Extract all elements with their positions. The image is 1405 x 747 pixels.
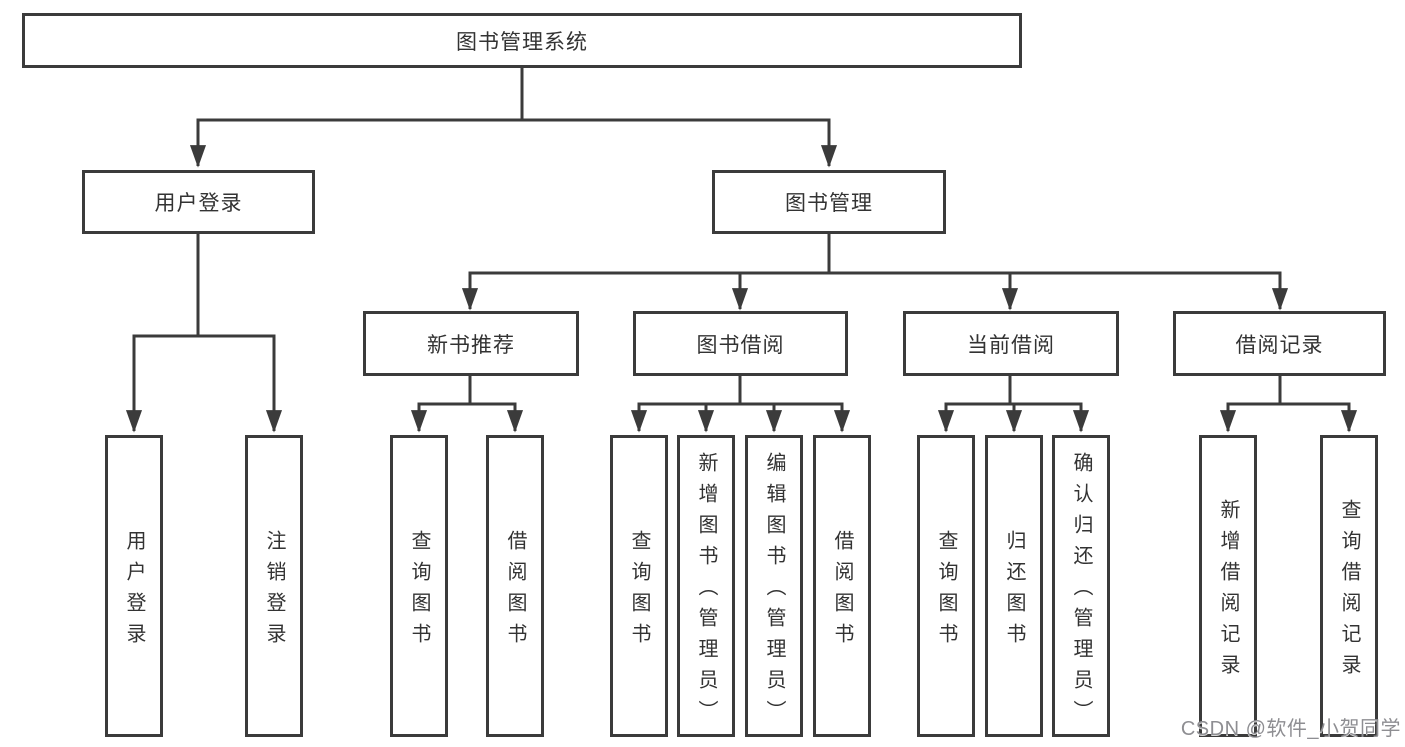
node-leaf-query-books-3-label: 查询图书 <box>935 529 957 654</box>
node-leaf-query-borrow-record: 查询借阅记录 <box>1320 435 1378 737</box>
node-leaf-logout: 注销登录 <box>245 435 303 737</box>
node-leaf-confirm-return-admin-label: 确认归还（管理员） <box>1070 452 1092 731</box>
node-leaf-query-books-2: 查询图书 <box>610 435 668 737</box>
node-book-management-module: 图书管理 <box>712 170 946 234</box>
node-leaf-add-book-admin-label: 新增图书（管理员） <box>695 452 717 731</box>
node-leaf-borrow-books-1: 借阅图书 <box>486 435 544 737</box>
node-book-borrowing: 图书借阅 <box>633 311 848 376</box>
node-leaf-confirm-return-admin: 确认归还（管理员） <box>1052 435 1110 737</box>
node-leaf-return-book: 归还图书 <box>985 435 1043 737</box>
node-current-borrowing: 当前借阅 <box>903 311 1119 376</box>
node-leaf-edit-book-admin: 编辑图书（管理员） <box>745 435 803 737</box>
node-leaf-query-borrow-record-label: 查询借阅记录 <box>1338 498 1360 685</box>
node-new-book-recommend: 新书推荐 <box>363 311 579 376</box>
node-leaf-edit-book-admin-label: 编辑图书（管理员） <box>763 452 785 731</box>
node-root: 图书管理系统 <box>22 13 1022 68</box>
node-leaf-user-login-label: 用户登录 <box>123 529 145 654</box>
node-borrowing-records: 借阅记录 <box>1173 311 1386 376</box>
node-leaf-borrow-books-2-label: 借阅图书 <box>831 529 853 654</box>
node-user-login-module: 用户登录 <box>82 170 315 234</box>
node-borrowing-records-label: 借阅记录 <box>1235 333 1324 357</box>
node-leaf-borrow-books-1-label: 借阅图书 <box>504 529 526 654</box>
node-leaf-query-books-1-label: 查询图书 <box>408 529 430 654</box>
node-leaf-query-books-3: 查询图书 <box>917 435 975 737</box>
node-leaf-add-borrow-record-label: 新增借阅记录 <box>1217 498 1239 685</box>
node-current-borrowing-label: 当前借阅 <box>967 333 1055 357</box>
node-leaf-query-books-2-label: 查询图书 <box>628 529 650 654</box>
node-new-book-recommend-label: 新书推荐 <box>427 333 515 357</box>
node-leaf-return-book-label: 归还图书 <box>1003 529 1025 654</box>
node-leaf-borrow-books-2: 借阅图书 <box>813 435 871 737</box>
node-leaf-logout-label: 注销登录 <box>263 529 285 654</box>
node-leaf-query-books-1: 查询图书 <box>390 435 448 737</box>
node-user-login-module-label: 用户登录 <box>154 192 243 215</box>
node-leaf-add-borrow-record: 新增借阅记录 <box>1199 435 1257 737</box>
csdn-watermark: CSDN @软件_小贺同学 <box>1180 718 1401 740</box>
node-book-management-module-label: 图书管理 <box>785 192 873 215</box>
node-leaf-user-login: 用户登录 <box>105 435 163 737</box>
node-leaf-add-book-admin: 新增图书（管理员） <box>677 435 735 737</box>
node-root-label: 图书管理系统 <box>456 30 588 54</box>
node-book-borrowing-label: 图书借阅 <box>696 333 785 357</box>
